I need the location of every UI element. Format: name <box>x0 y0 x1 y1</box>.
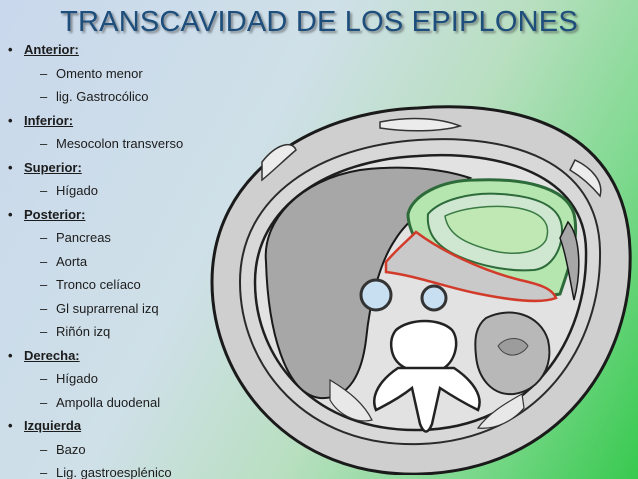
outline-item: –Tronco celíaco <box>8 273 248 297</box>
right-flank-pocket <box>261 143 297 182</box>
bullet-icon: • <box>8 418 13 433</box>
dash-icon: – <box>40 300 48 316</box>
aorta <box>420 284 448 312</box>
spleen <box>559 220 580 301</box>
outline-item-text: Hígado <box>56 183 98 198</box>
dash-icon: – <box>40 65 48 81</box>
outline-item: –Mesocolon transverso <box>8 132 248 156</box>
outline-heading: • Derecha: <box>8 344 248 368</box>
vertebral-body <box>389 319 458 374</box>
outline-heading: • Posterior: <box>8 203 248 227</box>
dash-icon: – <box>40 183 48 198</box>
stomach-cavity <box>444 205 549 254</box>
outline-item-text: Aorta <box>56 253 88 269</box>
outline-heading-text: Izquierda <box>24 418 82 433</box>
renal-hilum <box>497 338 529 356</box>
abdominal-cross-section-diagram <box>210 105 632 475</box>
slide-title: TRANSCAVIDAD DE LOS EPIPLONES <box>60 6 578 38</box>
outline-item-text: Tronco celíaco <box>56 277 141 292</box>
outline-item: –Lig. gastroesplénico <box>8 461 248 479</box>
dash-icon: – <box>40 324 48 339</box>
outline-heading: • Superior: <box>8 156 248 180</box>
bullet-icon: • <box>8 42 13 57</box>
outline-heading: • Anterior: <box>8 38 248 62</box>
bullet-icon: • <box>8 206 13 222</box>
anterior-midline-pocket <box>379 117 463 132</box>
pancreas <box>384 230 558 303</box>
outline-item: –Pancreas <box>8 226 248 250</box>
outline-item: –lig. Gastrocólico <box>8 85 248 109</box>
outline-item: –Aorta <box>8 250 248 274</box>
outline-heading: • Inferior: <box>8 109 248 133</box>
outline-heading-text: Superior: <box>24 159 82 175</box>
outline-heading-text: Derecha: <box>24 347 80 363</box>
inferior-vena-cava <box>359 278 393 312</box>
dash-icon: – <box>40 89 48 104</box>
outline-item: –Hígado <box>8 367 248 391</box>
dash-icon: – <box>40 277 48 292</box>
outline-item-text: Hígado <box>56 371 98 386</box>
outline-item-text: Gl suprarrenal izq <box>56 300 159 316</box>
outline-item-text: Omento menor <box>56 65 143 81</box>
dash-icon: – <box>40 230 48 245</box>
outline-heading-text: Posterior: <box>24 206 86 222</box>
back-muscle-right <box>329 378 373 422</box>
dash-icon: – <box>40 465 48 479</box>
outline-item: –Hígado <box>8 179 248 203</box>
bullet-outline: •Anterior:–Omento menor–lig. Gastrocólic… <box>8 38 248 479</box>
bullet-icon: • <box>8 159 13 175</box>
bullet-icon: • <box>8 112 13 128</box>
outline-heading-text: Anterior: <box>24 42 79 57</box>
outline-item-text: Riñón izq <box>56 324 111 339</box>
outline-item-text: Bazo <box>56 441 86 457</box>
dash-icon: – <box>40 136 48 151</box>
back-muscle-left <box>476 393 525 429</box>
dash-icon: – <box>40 371 48 386</box>
outline-heading: • Izquierda <box>8 414 248 438</box>
dash-icon: – <box>40 441 48 457</box>
bullet-icon: • <box>8 347 13 363</box>
outline-item: –Riñón izq <box>8 320 248 344</box>
outline-item-text: Pancreas <box>56 230 111 245</box>
dash-icon: – <box>40 394 48 410</box>
outline-item: –Ampolla duodenal <box>8 391 248 415</box>
outline-heading-text: Inferior: <box>24 112 74 128</box>
outline-item: –Omento menor <box>8 62 248 86</box>
outline-item-text: lig. Gastrocólico <box>56 89 149 104</box>
vertebral-arch <box>373 366 481 433</box>
outline-item-text: Lig. gastroesplénico <box>56 465 172 479</box>
outline-item: –Gl suprarrenal izq <box>8 297 248 321</box>
dash-icon: – <box>40 253 48 269</box>
outline-item-text: Ampolla duodenal <box>56 394 161 410</box>
outline-item-text: Mesocolon transverso <box>56 136 184 151</box>
outline-item: –Bazo <box>8 438 248 462</box>
left-flank-pocket <box>569 159 602 198</box>
